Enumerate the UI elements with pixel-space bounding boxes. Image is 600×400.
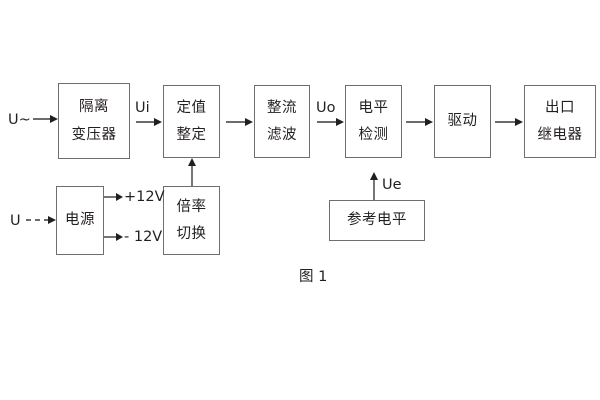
arrow-power-supply-minus-12v — [104, 231, 123, 243]
label-plus-12v: +12V — [124, 189, 165, 205]
block-line: 继电器 — [537, 127, 583, 143]
block-line: 整定 — [176, 127, 207, 143]
block-line: 倍率 — [176, 198, 207, 215]
block-multiplier-switch: 倍率 切换 — [163, 186, 220, 255]
block-isolation-transformer: 隔离 变压器 — [58, 83, 130, 159]
label-minus-12v: - 12V — [124, 229, 163, 245]
arrow-drive-to-output-relay — [495, 116, 523, 128]
block-line: 切换 — [176, 226, 207, 242]
label-ui: Ui — [135, 100, 150, 116]
label-input-ac: U~ — [8, 112, 31, 128]
block-line: 参考电平 — [347, 212, 407, 229]
block-setting-value: 定值 整定 — [163, 85, 220, 158]
block-line: 变压器 — [71, 126, 117, 143]
arrow-input-dc-to-power-supply — [26, 214, 56, 226]
block-reference-level: 参考电平 — [329, 200, 425, 241]
block-line: 滤波 — [267, 127, 297, 143]
block-drive: 驱动 — [434, 85, 491, 158]
arrow-input-ac-to-isolation-transformer — [33, 113, 58, 125]
block-power-supply: 电源 — [56, 186, 104, 255]
label-ue: Ue — [382, 177, 402, 193]
arrow-rectify-filter-to-level-detection — [317, 116, 344, 128]
figure-caption: 图 1 — [299, 269, 328, 285]
block-line: 整流 — [267, 99, 297, 116]
arrow-isolation-transformer-to-setting-value — [136, 116, 162, 128]
block-line: 电源 — [65, 212, 95, 229]
arrow-reference-level-to-level-detection — [368, 172, 380, 200]
label-input-dc: U — [10, 213, 21, 229]
block-line: 检测 — [358, 127, 389, 143]
block-rectify-filter: 整流 滤波 — [254, 85, 310, 158]
block-line: 电平 — [358, 99, 389, 116]
block-level-detection: 电平 检测 — [345, 85, 402, 158]
block-line: 驱动 — [447, 113, 478, 130]
label-uo: Uo — [316, 100, 336, 116]
block-line: 出口 — [545, 99, 575, 116]
arrow-power-supply-plus-12v — [104, 191, 123, 203]
arrow-setting-value-to-rectify-filter — [226, 116, 253, 128]
arrow-level-detection-to-drive — [406, 116, 433, 128]
block-output-relay: 出口 继电器 — [524, 85, 596, 158]
block-line: 定值 — [176, 99, 207, 116]
block-line: 隔离 — [79, 99, 109, 115]
arrow-multiplier-switch-to-setting-value — [186, 158, 198, 186]
